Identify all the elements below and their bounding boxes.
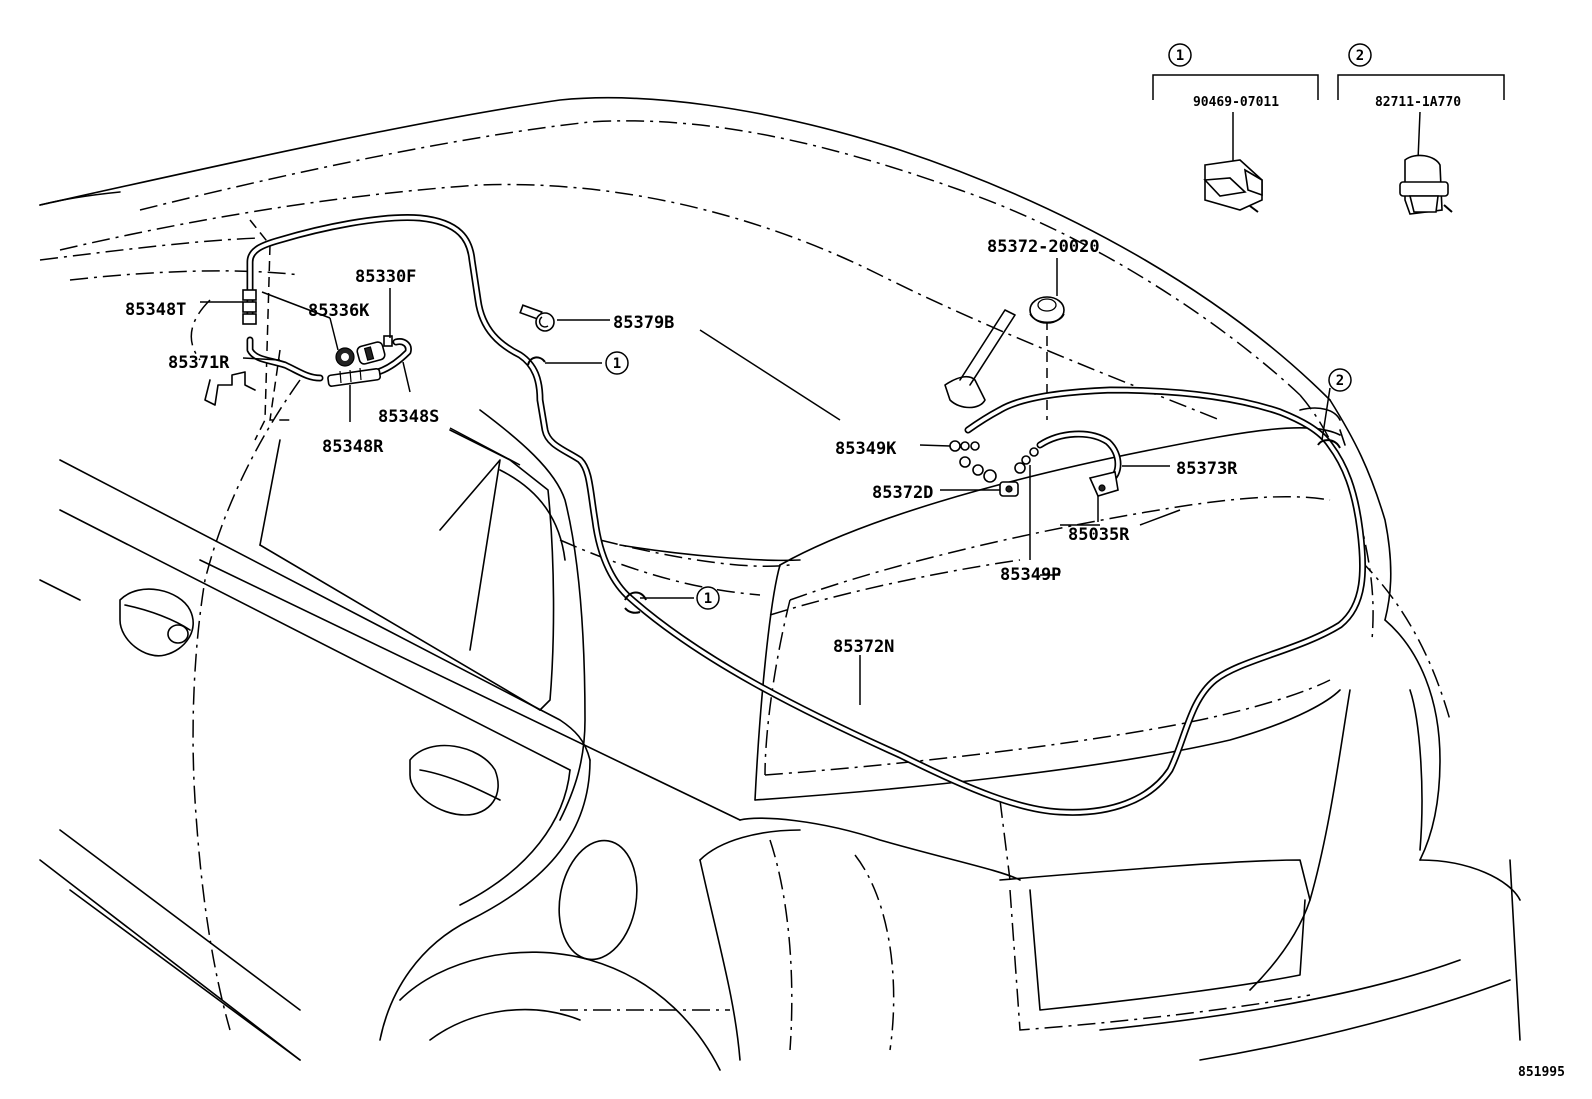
grommet-85336K (335, 347, 355, 367)
nozzle-85372D (959, 456, 1019, 497)
label-85372N: 85372N (833, 637, 894, 657)
label-85349P: 85349P (1000, 565, 1061, 585)
label-85349K: 85349K (835, 439, 897, 459)
label-85372-20020: 85372-20020 (987, 237, 1100, 257)
hose-85371R (246, 336, 324, 382)
legend-ref-2: 2 (1356, 48, 1364, 64)
label-85373R: 85373R (1176, 459, 1238, 479)
joint-85349P (1014, 447, 1039, 474)
clip-85379B (519, 304, 555, 332)
svg-text:1: 1 (704, 591, 712, 607)
joint-85349K (949, 440, 980, 452)
clip-82711-1A770-icon (1399, 154, 1453, 215)
diagram-id: 851995 (1518, 1065, 1565, 1080)
hose-85348S (374, 338, 412, 376)
label-85348T: 85348T (125, 300, 186, 320)
label-85336K: 85336K (308, 301, 370, 321)
car-body-outline (39, 97, 1521, 1071)
label-85372D: 85372D (872, 483, 933, 503)
grommet-85372-20020 (1029, 296, 1065, 324)
clip-legend: 1 90469-07011 2 82711-1A770 (1152, 43, 1505, 215)
label-85348S: 85348S (378, 407, 439, 427)
hose-clip-right (1317, 439, 1341, 449)
legend-ref-1: 1 (1176, 48, 1184, 64)
svg-text:1: 1 (613, 356, 621, 372)
svg-text:2: 2 (1336, 373, 1344, 389)
clip-90469-07011-icon (1203, 159, 1263, 213)
pump-85330F (356, 335, 393, 365)
hose-85373R (1036, 430, 1122, 484)
legend-part-2: 82711-1A770 (1375, 95, 1461, 110)
part-labels: 85330F 85336K 85348T 85371R 85348S 85348… (125, 237, 1238, 657)
label-85330F: 85330F (355, 267, 416, 287)
label-85379B: 85379B (613, 313, 674, 333)
label-85035R: 85035R (1068, 525, 1130, 545)
label-85371R: 85371R (168, 353, 230, 373)
callout-clip2: 2 (1328, 368, 1352, 392)
hose-clip-upper (527, 356, 546, 366)
callout-clip1-upper: 1 (605, 351, 629, 375)
connector-85348T (242, 289, 257, 325)
nozzle-85035R (1088, 471, 1119, 497)
connector-85348R (327, 367, 381, 387)
callout-clip1-lower: 1 (696, 586, 720, 610)
label-85348R: 85348R (322, 437, 384, 457)
leader-lines (200, 258, 1331, 705)
washer-hose-85372N (246, 214, 1367, 816)
legend-part-1: 90469-07011 (1193, 95, 1279, 110)
